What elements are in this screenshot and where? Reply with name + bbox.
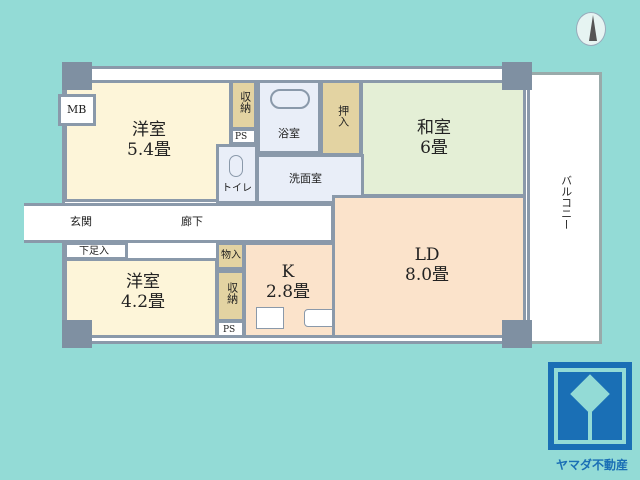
balcony-label: バルコニー bbox=[559, 175, 573, 230]
washroom: 洗面室 bbox=[256, 154, 364, 204]
hallway-label: 廊下 bbox=[181, 215, 203, 228]
pillar bbox=[62, 62, 92, 90]
company-logo bbox=[548, 362, 632, 450]
bathtub-icon bbox=[270, 89, 310, 109]
pillar bbox=[502, 62, 532, 90]
closet-2: 収納 bbox=[216, 270, 245, 322]
balcony: バルコニー bbox=[526, 72, 602, 344]
mb: MB bbox=[58, 94, 96, 126]
pillar bbox=[62, 320, 92, 348]
entrance-label: 玄関 bbox=[70, 215, 92, 228]
toilet-icon bbox=[229, 155, 243, 177]
storage: 物入 bbox=[216, 242, 245, 270]
company-name: ヤマダ不動産 bbox=[555, 458, 628, 472]
compass-icon bbox=[576, 12, 606, 46]
oshiire: 押入 bbox=[320, 80, 362, 156]
ps-1: PS bbox=[230, 128, 257, 145]
stove-icon bbox=[256, 307, 284, 329]
pillar bbox=[502, 320, 532, 348]
toilet: トイレ bbox=[216, 144, 258, 204]
closet-1: 収納 bbox=[230, 80, 257, 130]
bath: 浴室 bbox=[257, 80, 321, 154]
ps-2: PS bbox=[216, 320, 245, 338]
